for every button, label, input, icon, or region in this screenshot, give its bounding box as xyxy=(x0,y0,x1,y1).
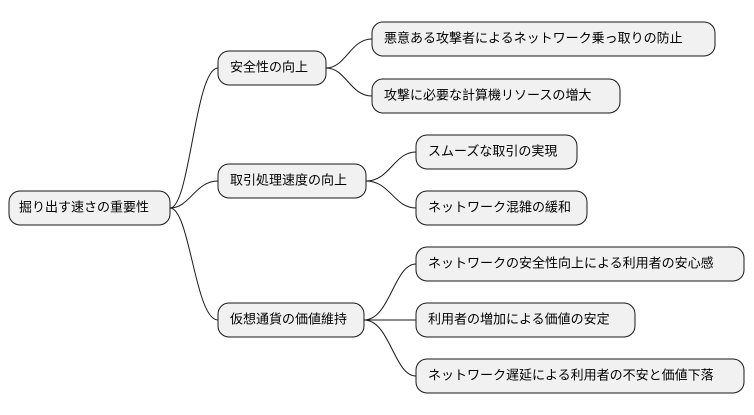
edge-root-to-speed xyxy=(169,180,219,209)
leaf-node: 利用者の増加による価値の安定 xyxy=(415,302,636,338)
root-node-label: 掘り出す速さの重要性 xyxy=(19,200,149,216)
branch-node-safety: 安全性の向上 xyxy=(217,50,327,86)
branch-node-label: 安全性の向上 xyxy=(230,60,308,76)
edge-value-to-child-3 xyxy=(363,319,417,377)
leaf-node-label: ネットワーク混雑の緩和 xyxy=(428,200,571,216)
leaf-node-label: 攻撃に必要な計算機リソースの増大 xyxy=(384,88,591,104)
leaf-node: スムーズな取引の実現 xyxy=(415,134,578,170)
leaf-node: ネットワーク混雑の緩和 xyxy=(415,190,588,226)
leaf-node: ネットワーク遅延による利用者の不安と価値下落 xyxy=(415,358,745,394)
connector-lines xyxy=(169,38,417,377)
edge-speed-to-child-2 xyxy=(365,180,417,209)
edge-speed-to-child-1 xyxy=(365,151,417,182)
leaf-node-label: スムーズな取引の実現 xyxy=(428,144,557,160)
leaf-node-label: 利用者の増加による価値の安定 xyxy=(428,312,610,328)
leaf-node: 攻撃に必要な計算機リソースの増大 xyxy=(371,78,621,114)
root-node: 掘り出す速さの重要性 xyxy=(8,190,171,226)
edge-value-to-child-1 xyxy=(363,263,417,321)
leaf-node: ネットワークの安全性向上による利用者の安心感 xyxy=(415,246,745,282)
branch-node-label: 仮想通貨の価値維持 xyxy=(230,312,347,328)
branch-node-label: 取引処理速度の向上 xyxy=(230,173,347,189)
leaf-node-label: ネットワークの安全性向上による利用者の安心感 xyxy=(428,256,714,272)
branch-node-value: 仮想通貨の価値維持 xyxy=(217,302,365,338)
leaf-node-label: 悪意ある攻撃者によるネットワーク乗っ取りの防止 xyxy=(384,31,683,47)
leaf-node-label: ネットワーク遅延による利用者の不安と価値下落 xyxy=(428,368,714,384)
edge-root-to-safety xyxy=(169,67,219,209)
branch-node-speed: 取引処理速度の向上 xyxy=(217,163,367,199)
leaf-node: 悪意ある攻撃者によるネットワーク乗っ取りの防止 xyxy=(371,21,716,57)
edge-root-to-value xyxy=(169,207,219,321)
edge-safety-to-child-1 xyxy=(325,38,373,69)
edge-safety-to-child-2 xyxy=(325,67,373,97)
